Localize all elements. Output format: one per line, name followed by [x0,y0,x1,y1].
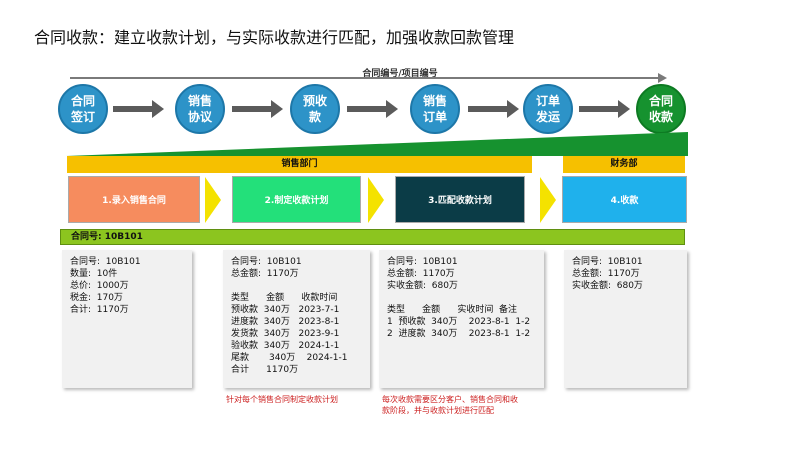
chevron-right-icon [540,177,556,223]
note-matching: 每次收款需要区分客户、销售合同和收 款阶段，并与收款计划进行匹配 [382,395,518,415]
sales-department-bar: 销售部门 [67,156,532,173]
flow-arrow-icon [618,100,630,118]
green-wedge [66,132,688,156]
flow-arrow-icon [386,100,398,118]
flow-arrow-shaft [347,106,387,112]
top-arrow-line [70,77,660,79]
flow-step-sales-order[interactable]: 销售 订单 [410,84,460,134]
card-payment-plan: 合同号: 10B101 总金额: 1170万 类型 金额 收款时间 预收款 34… [223,250,370,388]
flow-step-contract-collection[interactable]: 合同 收款 [636,84,686,134]
flow-arrow-shaft [113,106,153,112]
flow-step-sales-agreement[interactable]: 销售 协议 [175,84,225,134]
card-sales-contract: 合同号: 10B101 数量: 10件 总价: 1000万 税金: 170万 合… [62,250,192,388]
flow-arrow-shaft [232,106,272,112]
flow-arrow-shaft [468,106,508,112]
flow-step-order-shipping[interactable]: 订单 发运 [523,84,573,134]
note-payment-plan: 针对每个销售合同制定收款计划 [226,395,338,404]
chevron-right-icon [368,177,384,223]
flow-arrow-icon [507,100,519,118]
flow-arrow-icon [152,100,164,118]
flow-arrow-icon [271,100,283,118]
step-enter-sales-contract[interactable]: 1.录入销售合同 [68,176,200,223]
card-match-plan: 合同号: 10B101 总金额: 1170万 实收金额: 680万 类型 金额 … [379,250,544,388]
finance-department-bar: 财务部 [563,156,685,173]
top-arrow-head-icon [658,73,667,83]
contract-number-bar: 合同号: 10B101 [60,229,685,245]
contract-number-label: 合同编号/项目编号 [362,69,438,79]
step-collect-payment[interactable]: 4.收款 [562,176,687,223]
flow-step-prepayment[interactable]: 预收 款 [290,84,340,134]
step-create-payment-plan[interactable]: 2.制定收款计划 [232,176,361,223]
page-title: 合同收款：建立收款计划，与实际收款进行匹配，加强收款回款管理 [34,28,515,47]
card-collection: 合同号: 10B101 总金额: 1170万 实收金额: 680万 [564,250,687,388]
step-match-payment-plan[interactable]: 3.匹配收款计划 [395,176,525,223]
flow-step-contract-sign[interactable]: 合同 签订 [58,84,108,134]
flow-arrow-shaft [579,106,619,112]
chevron-right-icon [205,177,221,223]
